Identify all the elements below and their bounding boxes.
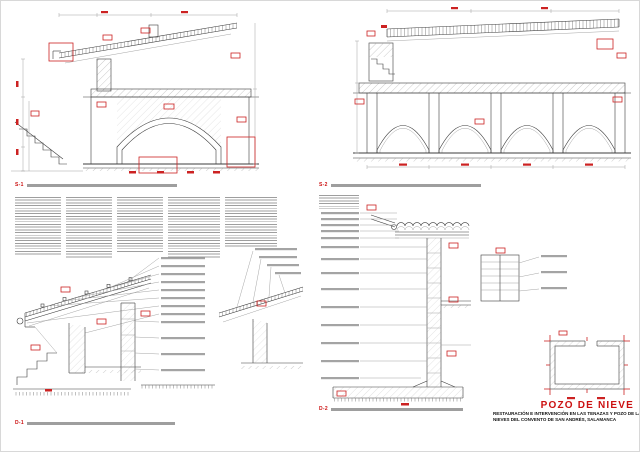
caption-d1-text-placeholder	[26, 422, 175, 425]
notes-column-3	[117, 197, 163, 253]
caption-s2: S-2	[319, 183, 481, 188]
d2-annotation-labels	[321, 212, 359, 380]
detail-d2-drawing	[321, 204, 471, 406]
project-title: POZO DE NIEVE	[540, 400, 634, 411]
caption-d2-text-placeholder	[330, 408, 463, 411]
detail-eave-right	[218, 248, 304, 369]
section-s1-drawing	[11, 11, 259, 174]
caption-s2-code: S-2	[319, 182, 328, 188]
notes-column-1	[15, 197, 61, 255]
caption-s1-text-placeholder	[26, 184, 177, 187]
caption-s2-text-placeholder	[330, 184, 481, 187]
section-s2-drawing	[353, 7, 631, 169]
red-annotation-tags-s2	[354, 25, 627, 125]
project-description-line2: NIEVES DEL CONVENTO DE SAN ANDRÉS, SALAM…	[493, 417, 617, 423]
detail-masonry-small	[480, 247, 567, 302]
red-annotation-tags-eave-left	[30, 286, 151, 392]
red-annotation-tags-d2	[336, 204, 459, 406]
detail-eave-left	[13, 257, 215, 396]
plan-thumbnail	[544, 330, 630, 400]
title-block: POZO DE NIEVE RESTAURACIÓN E INTERVENCIÓ…	[493, 400, 640, 423]
eave-left-annotation-labels	[161, 257, 205, 316]
caption-s1: S-1	[15, 183, 177, 188]
plan-corner-marks	[544, 335, 630, 395]
caption-d1-code: D-1	[15, 420, 24, 426]
caption-s1-code: S-1	[15, 182, 24, 188]
red-annotation-tags-s1	[30, 27, 247, 174]
notes-column-5	[225, 197, 277, 247]
caption-d1: D-1	[15, 421, 175, 426]
notes-column-6	[319, 195, 359, 209]
caption-d2: D-2	[319, 407, 463, 412]
notes-column-2	[66, 197, 112, 259]
notes-column-4	[168, 197, 220, 259]
project-description-line1: RESTAURACIÓN E INTERVENCIÓN EN LAS TENAZ…	[493, 411, 640, 416]
caption-d2-code: D-2	[319, 406, 328, 412]
